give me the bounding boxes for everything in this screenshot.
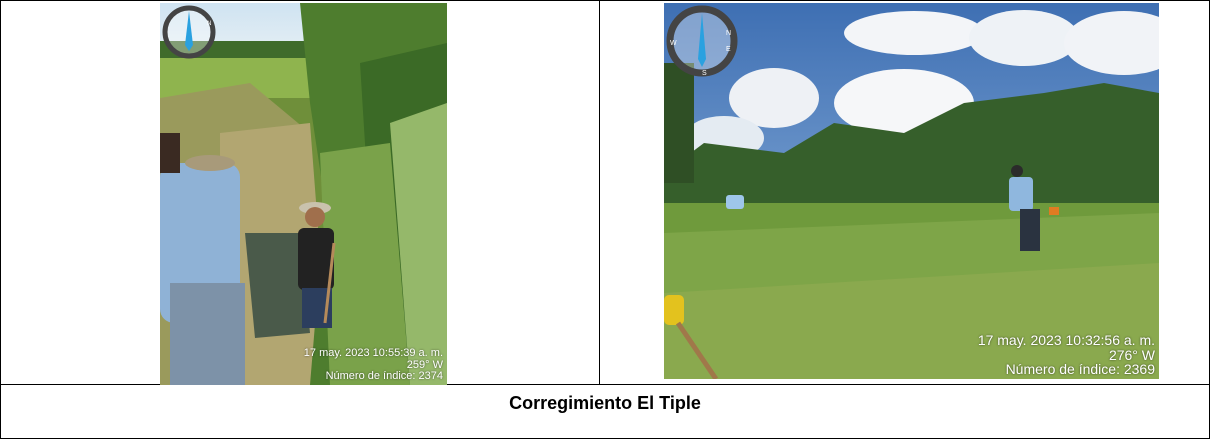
compass-letter-e: E	[726, 46, 731, 53]
photo-heading: 276° W	[1108, 346, 1155, 363]
compass-letter-n: N	[207, 21, 211, 27]
photo-caption: Corregimiento El Tiple	[509, 393, 701, 413]
photo-canal-workers: N 17 may. 2023 10:55:39 a. m. 259° W Núm…	[160, 3, 447, 385]
photo-index: Número de índice: 2374	[325, 370, 443, 383]
photo-field-workers: N E S W 17 may. 2023 10:32:56 a. m. 276°…	[664, 3, 1159, 379]
photo-timestamp: 17 may. 2023 10:32:56 a. m. 276° W Númer…	[978, 333, 1155, 377]
photo-date: 17 may. 2023 10:55:39 a. m.	[303, 347, 443, 360]
photo-heading: 259° W	[406, 358, 443, 371]
compass-letter-n: N	[726, 30, 731, 37]
cell-divider-horizontal	[1, 384, 1209, 385]
compass-icon: N	[162, 5, 216, 59]
cell-divider-vertical	[599, 1, 600, 384]
photo-canal-image	[160, 3, 447, 385]
photo-field-image	[664, 3, 1159, 379]
compass-icon: N E S W	[666, 5, 738, 77]
photo-index: Número de índice: 2369	[1005, 361, 1155, 378]
compass-letter-s: S	[702, 70, 707, 77]
photo-timestamp: 17 may. 2023 10:55:39 a. m. 259° W Númer…	[304, 348, 443, 383]
photo-date: 17 may. 2023 10:32:56 a. m.	[977, 331, 1155, 348]
compass-letter-w: W	[670, 40, 677, 47]
